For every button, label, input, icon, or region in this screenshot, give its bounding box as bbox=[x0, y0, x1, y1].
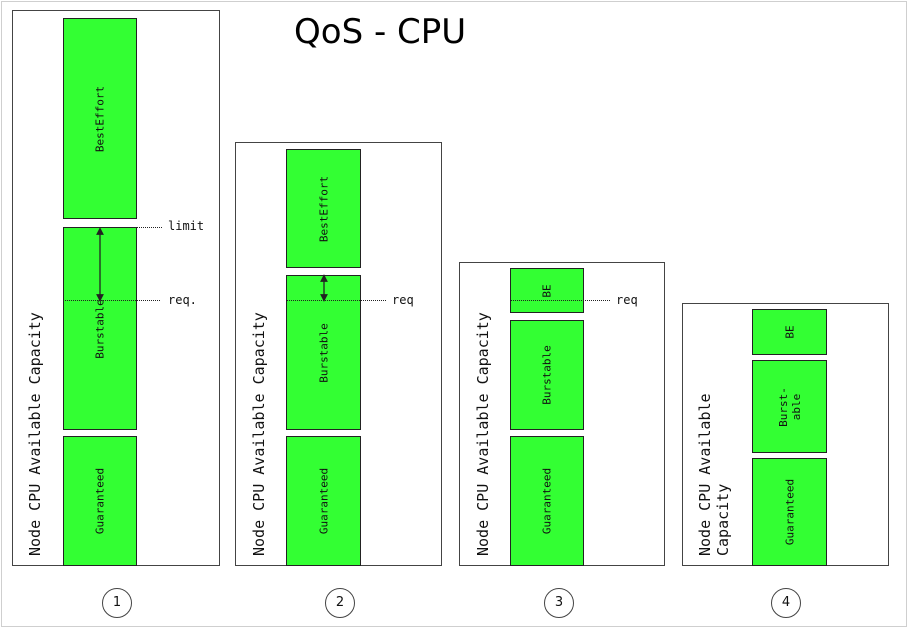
panel-3-number: 3 bbox=[544, 588, 574, 618]
panel-2-guaranteed-block: Guaranteed bbox=[286, 436, 361, 566]
panel-1-burstable-block: Burstable bbox=[63, 227, 137, 430]
panel-1-besteffort-block: BestEffort bbox=[63, 18, 137, 219]
panel-1-req-label: req. bbox=[168, 293, 197, 307]
panel-2-number: 2 bbox=[325, 588, 355, 618]
panel-1-number: 1 bbox=[102, 588, 132, 618]
panel-3-req-label: req bbox=[616, 293, 638, 307]
panel-1-req-line bbox=[63, 300, 160, 301]
panel-3-burstable-block: Burstable bbox=[510, 320, 584, 430]
diagram-title: QoS - CPU bbox=[294, 12, 467, 52]
panel-3-be-block: BE bbox=[510, 268, 584, 313]
panel-1-limit-label: limit bbox=[168, 219, 205, 233]
panel-1-limit-line bbox=[137, 227, 162, 228]
panel-4-number: 4 bbox=[771, 588, 801, 618]
panel-3-guaranteed-block: Guaranteed bbox=[510, 436, 584, 566]
panel-3-req-line bbox=[510, 300, 610, 301]
panel-1-guaranteed-block: Guaranteed bbox=[63, 436, 137, 566]
panel-2-req-label: req bbox=[392, 293, 414, 307]
panel-4-be-block: BE bbox=[752, 309, 827, 355]
panel-4-burstable-block: Burst-able bbox=[752, 360, 827, 453]
panel-2-besteffort-block: BestEffort bbox=[286, 149, 361, 268]
panel-4-guaranteed-block: Guaranteed bbox=[752, 458, 827, 566]
panel-2-req-line bbox=[286, 300, 386, 301]
